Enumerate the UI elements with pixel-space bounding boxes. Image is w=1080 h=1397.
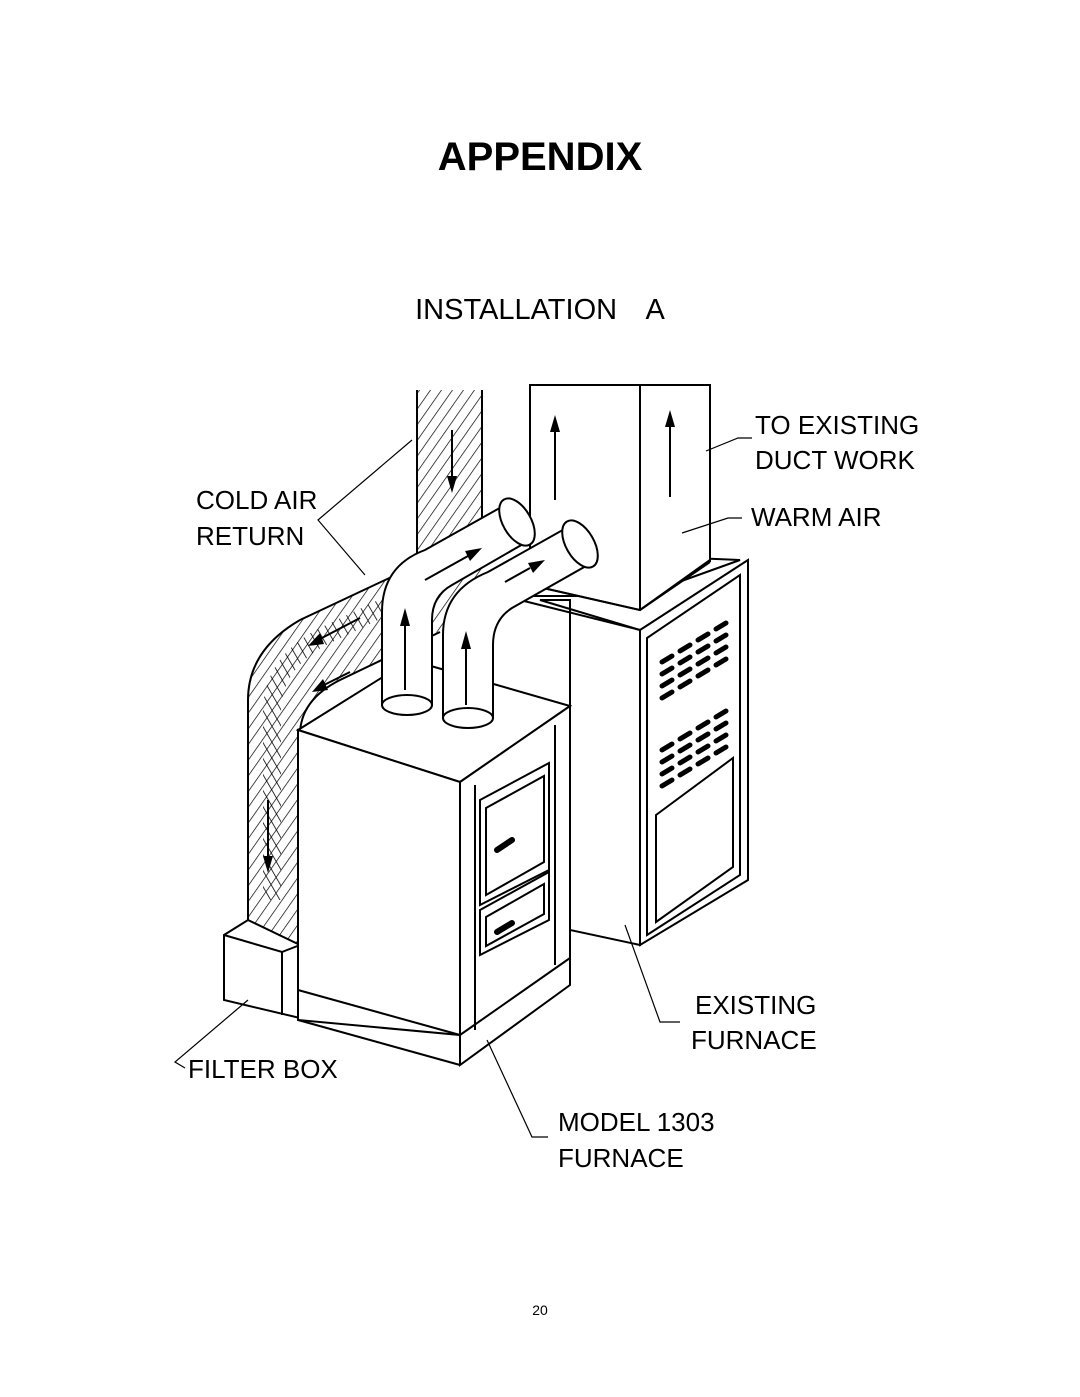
existing-furnace-louvres bbox=[659, 620, 729, 789]
label-existing: EXISTING bbox=[695, 990, 817, 1020]
model-1303-furnace bbox=[295, 658, 573, 1067]
duct-work-leader bbox=[705, 437, 752, 452]
model-furnace-leader bbox=[486, 1039, 548, 1138]
label-return: RETURN bbox=[196, 521, 305, 551]
diagram-subtitle: INSTALLATION A bbox=[415, 294, 665, 326]
label-cold-air: COLD AIR bbox=[196, 485, 318, 515]
label-model-furnace: FURNACE bbox=[558, 1143, 684, 1173]
pipe-elbow-1 bbox=[381, 497, 536, 716]
upper-door bbox=[479, 761, 550, 907]
pipe-elbow-2 bbox=[442, 519, 599, 729]
existing-furnace-leader bbox=[624, 924, 680, 1023]
page-number: 20 bbox=[532, 1302, 548, 1318]
page-title: APPENDIX bbox=[437, 135, 643, 179]
label-filter-box: FILTER BOX bbox=[188, 1054, 338, 1084]
leader-lines bbox=[173, 437, 752, 1138]
cold-air-leader bbox=[317, 439, 413, 576]
cold-air-arrow-mid bbox=[317, 617, 361, 641]
existing-furnace bbox=[519, 553, 749, 947]
upper-door-handle bbox=[494, 837, 515, 853]
warm-air-leader bbox=[681, 517, 742, 534]
label-existing-furnace: FURNACE bbox=[691, 1025, 817, 1055]
label-duct-work: DUCT WORK bbox=[755, 445, 915, 475]
label-warm-air: WARM AIR bbox=[751, 502, 882, 532]
lower-door bbox=[479, 870, 550, 957]
existing-furnace-lower-panel bbox=[655, 756, 734, 924]
label-model: MODEL 1303 bbox=[558, 1107, 715, 1137]
model-furnace-left-face bbox=[297, 728, 461, 1037]
label-to-existing: TO EXISTING bbox=[755, 410, 920, 440]
lower-door-handle bbox=[494, 920, 515, 935]
filter-box-leader bbox=[173, 999, 249, 1069]
